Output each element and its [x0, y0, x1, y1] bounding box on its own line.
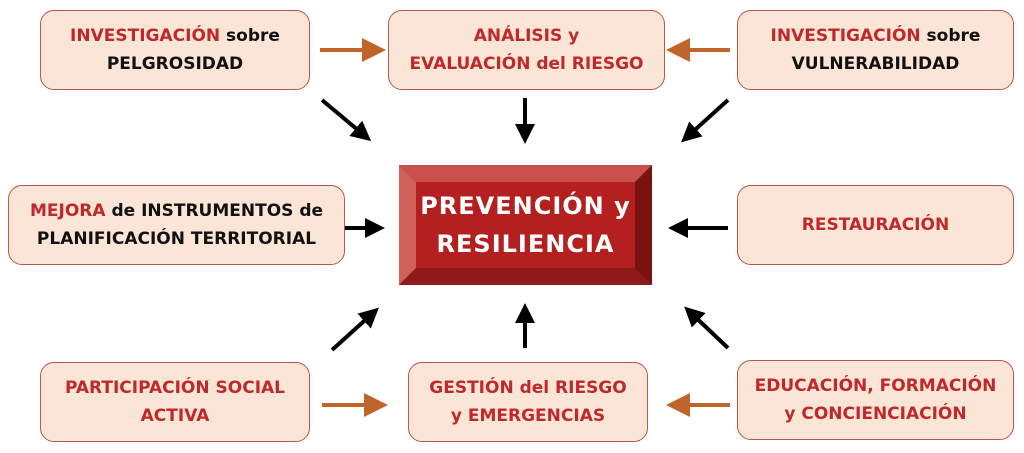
arrow-edu-to-center [684, 306, 730, 350]
label: ACTIVA [140, 406, 210, 426]
label: GESTIÓN del RIESGO [429, 378, 627, 398]
box-gestion-riesgo: GESTIÓN del RIESGO y EMERGENCIAS [408, 362, 648, 442]
center-line-1: PREVENCIÓN y [420, 192, 631, 220]
label: y EMERGENCIAS [450, 406, 606, 426]
arrow-vul-to-center [681, 98, 730, 143]
box-participacion: PARTICIPACIÓN SOCIAL ACTIVA [40, 362, 310, 442]
center-box-prevencion: PREVENCIÓN y RESILIENCIA [399, 165, 652, 285]
box-investigacion-peligrosidad: INVESTIGACIÓN sobre PELGROSIDAD [40, 10, 310, 90]
box-mejora-instrumentos: MEJORA de INSTRUMENTOS de PLANIFICACIÓN … [8, 185, 345, 265]
center-line-2: RESILIENCIA [436, 230, 615, 258]
label: EDUCACIÓN, FORMACIÓN [754, 376, 997, 396]
label: de INSTRUMENTOS de [105, 201, 324, 221]
label: INVESTIGACIÓN [770, 26, 921, 46]
box-restauracion: RESTAURACIÓN [737, 185, 1014, 265]
label: PLANIFICACIÓN TERRITORIAL [36, 229, 317, 249]
label: INVESTIGACIÓN [70, 26, 221, 46]
label: VULNERABILIDAD [791, 54, 960, 74]
box-educacion: EDUCACIÓN, FORMACIÓN y CONCIENCIACIÓN [737, 360, 1014, 440]
box-investigacion-vulnerabilidad: INVESTIGACIÓN sobre VULNERABILIDAD [737, 10, 1014, 90]
label: ANÁLISIS y [473, 26, 580, 46]
label: RESTAURACIÓN [801, 215, 950, 235]
label: PARTICIPACIÓN SOCIAL [64, 378, 286, 398]
label: MEJORA [29, 201, 106, 221]
label: sobre [920, 26, 981, 46]
label: PELGROSIDAD [106, 54, 244, 74]
arrow-par-to-center [330, 307, 379, 352]
label: EVALUACIÓN del RIESGO [409, 54, 644, 74]
arrow-pel-to-center [320, 98, 372, 142]
label: y CONCIENCIACIÓN [784, 404, 967, 424]
bevel-frame [399, 165, 652, 285]
box-analisis-riesgo: ANÁLISIS y EVALUACIÓN del RIESGO [388, 10, 665, 90]
label: sobre [220, 26, 280, 46]
